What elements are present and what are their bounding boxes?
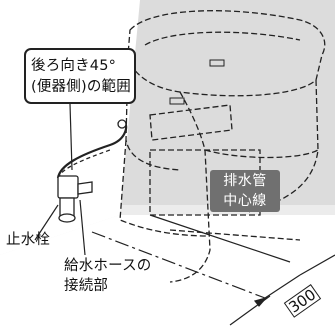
stop-valve-assembly [56,119,128,223]
leader-callout [69,103,73,171]
control-panel [149,104,233,141]
bowl-front [169,91,211,283]
tank-top [127,10,326,97]
drain-center-label: 排水管 中心線 [210,170,280,212]
leader-stop-valve [34,204,59,241]
valve-body [57,175,79,199]
bowl-rim [204,149,319,159]
connection-nut [117,119,127,129]
bowl-right-side [279,79,319,201]
drain-label-line-1: 排水管 [223,173,267,189]
base-left [119,139,211,237]
leader-hose-connection [79,199,86,256]
supply-hose [56,121,128,179]
valve-cap [58,213,76,223]
rotation-range-callout: 後ろ向き45° (便器側)の範囲 [24,48,136,104]
arrow-head [253,296,268,307]
base-bottom [169,229,301,241]
stop-valve-label: 止水栓 [6,232,51,248]
center-line-long [91,231,266,299]
base-box [149,149,261,216]
valve-base [59,197,75,217]
extension-2 [299,254,335,276]
valve-handle [77,181,93,195]
hose-connection-label-line-1: 給水ホースの [64,258,152,274]
extension-1 [264,274,301,299]
hose-connection-label-line-2: 接続部 [64,278,109,294]
drain-label-line-2: 中心線 [223,193,267,209]
details [169,59,225,105]
button-1 [209,59,225,67]
dimension-lines [91,214,335,326]
callout-line-1: 後ろ向き45° [31,58,117,74]
toilet-outline [119,10,326,283]
button-2 [169,97,185,105]
callout-line-2: (便器側)の範囲 [31,79,131,95]
tank-inner-line [144,31,301,46]
drain-center-line [149,214,291,263]
